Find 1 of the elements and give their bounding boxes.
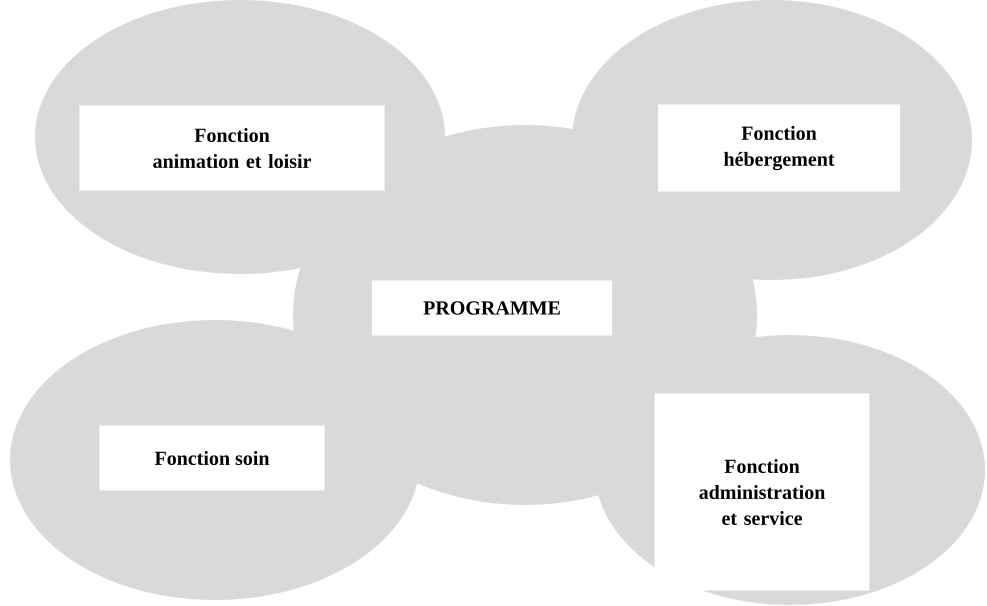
node-label: Fonction soin (154, 450, 270, 466)
